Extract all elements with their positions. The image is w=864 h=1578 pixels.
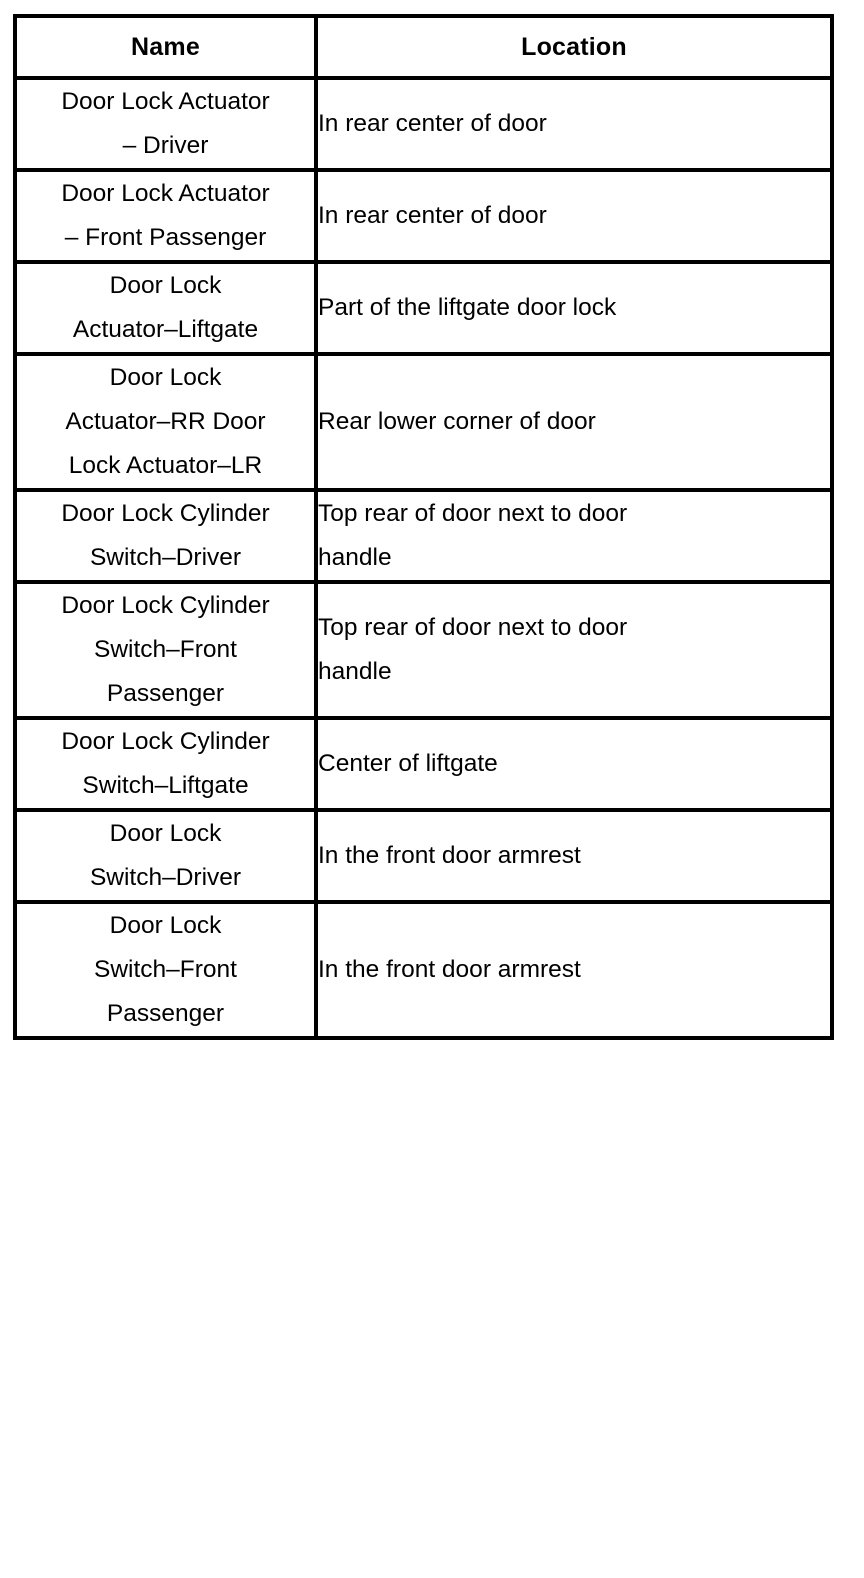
cell-location-line: In rear center of door: [318, 110, 547, 137]
cell-location-line: In the front door armrest: [318, 842, 581, 869]
cell-name-line: – Front Passenger: [64, 224, 267, 251]
table-row: Door Lock Actuator – Driver In rear cent…: [13, 76, 834, 172]
cell-name: Door Lock Actuator – Front Passenger: [13, 168, 318, 264]
cell-name-line: Door Lock: [109, 912, 222, 939]
cell-location: In the front door armrest: [314, 900, 834, 1040]
column-header-location: Location: [314, 14, 834, 80]
cell-name-line: Passenger: [106, 680, 225, 707]
table-row: Door Lock Switch–Driver In the front doo…: [13, 808, 834, 904]
cell-location: In the front door armrest: [314, 808, 834, 904]
table-row: Door Lock Actuator–RR Door Lock Actuator…: [13, 352, 834, 492]
cell-location-line: Center of liftgate: [318, 750, 498, 777]
cell-name-line: Switch–Driver: [89, 544, 242, 571]
column-header-name: Name: [13, 14, 318, 80]
cell-location: In rear center of door: [314, 76, 834, 172]
cell-location: Top rear of door next to door handle: [314, 580, 834, 720]
cell-location: Top rear of door next to door handle: [314, 488, 834, 584]
component-location-table: Name Location Door Lock Actuator – Drive…: [13, 14, 834, 1040]
cell-name-line: Switch–Driver: [89, 864, 242, 891]
cell-location-line: In rear center of door: [318, 202, 547, 229]
cell-location: Part of the liftgate door lock: [314, 260, 834, 356]
table-row: Door Lock Cylinder Switch–Driver Top rea…: [13, 488, 834, 584]
cell-name-line: Door Lock Actuator: [61, 88, 270, 115]
cell-name-line: Switch–Liftgate: [82, 772, 249, 799]
cell-name: Door Lock Actuator–Liftgate: [13, 260, 318, 356]
cell-name-line: Door Lock Cylinder: [61, 728, 270, 755]
cell-name-line: Switch–Front: [94, 636, 237, 663]
cell-name-line: Actuator–RR Door: [65, 408, 266, 435]
table-row: Door Lock Actuator – Front Passenger In …: [13, 168, 834, 264]
cell-name-line: Door Lock Cylinder: [61, 500, 270, 527]
cell-name-line: Actuator–Liftgate: [72, 316, 259, 343]
cell-location-line: Top rear of door next to door: [318, 500, 628, 527]
cell-name-line: – Driver: [122, 132, 209, 159]
cell-location: Rear lower corner of door: [314, 352, 834, 492]
cell-name-line: Door Lock: [109, 364, 222, 391]
cell-name: Door Lock Actuator–RR Door Lock Actuator…: [13, 352, 318, 492]
cell-location-line: In the front door armrest: [318, 956, 581, 983]
cell-location-line: Part of the liftgate door lock: [318, 294, 617, 321]
cell-name-line: Switch–Front: [94, 956, 237, 983]
cell-location: In rear center of door: [314, 168, 834, 264]
cell-name-line: Door Lock Cylinder: [61, 592, 270, 619]
cell-name: Door Lock Cylinder Switch–Driver: [13, 488, 318, 584]
cell-name-line: Door Lock Actuator: [61, 180, 270, 207]
cell-location-line: handle: [318, 658, 392, 685]
table-row: Door Lock Cylinder Switch–Front Passenge…: [13, 580, 834, 720]
cell-name: Door Lock Cylinder Switch–Liftgate: [13, 716, 318, 812]
cell-name: Door Lock Cylinder Switch–Front Passenge…: [13, 580, 318, 720]
table-row: Door Lock Actuator–Liftgate Part of the …: [13, 260, 834, 356]
table-row: Door Lock Cylinder Switch–Liftgate Cente…: [13, 716, 834, 812]
cell-location-line: handle: [318, 544, 392, 571]
table-body: Door Lock Actuator – Driver In rear cent…: [13, 76, 834, 1040]
cell-name: Door Lock Switch–Driver: [13, 808, 318, 904]
table-header-row: Name Location: [13, 14, 834, 80]
cell-name: Door Lock Actuator – Driver: [13, 76, 318, 172]
cell-location-line: Top rear of door next to door: [318, 614, 628, 641]
table-row: Door Lock Switch–Front Passenger In the …: [13, 900, 834, 1040]
cell-name-line: Door Lock: [109, 272, 222, 299]
cell-name: Door Lock Switch–Front Passenger: [13, 900, 318, 1040]
cell-location-line: Rear lower corner of door: [318, 408, 596, 435]
cell-name-line: Door Lock: [109, 820, 222, 847]
cell-location: Center of liftgate: [314, 716, 834, 812]
cell-name-line: Lock Actuator–LR: [68, 452, 263, 479]
cell-name-line: Passenger: [106, 1000, 225, 1027]
table-header: Name Location: [13, 14, 834, 80]
